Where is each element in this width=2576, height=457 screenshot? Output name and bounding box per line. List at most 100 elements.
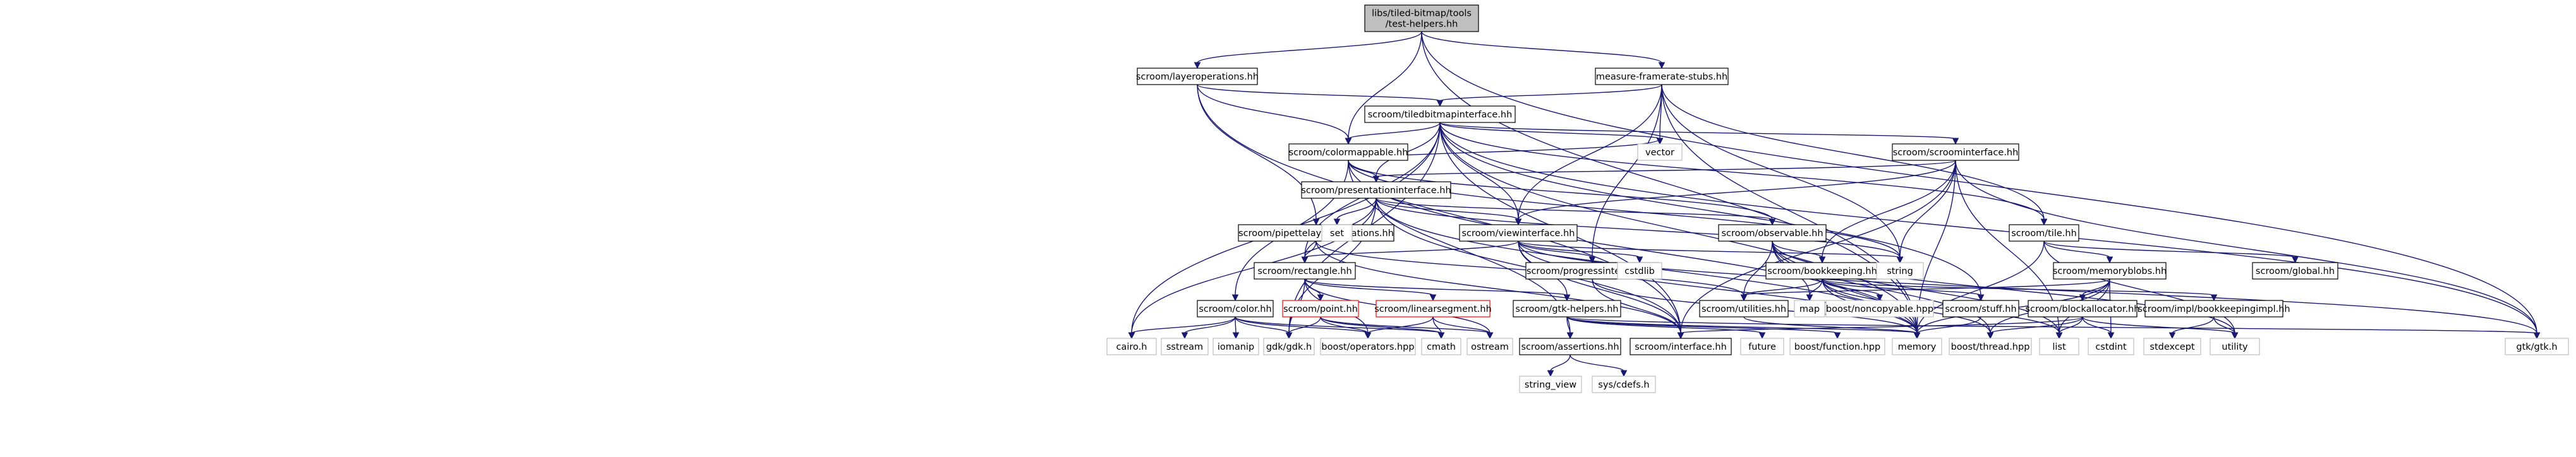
edge-stuff-to-memory: [1916, 316, 1981, 334]
node-viewinterface[interactable]: scroom/viewinterface.hh: [1459, 224, 1578, 242]
edge-tbi-to-scroominterface: [1439, 122, 1956, 139]
node-color[interactable]: scroom/color.hh: [1197, 300, 1274, 318]
node-gtkhelpers[interactable]: scroom/gtk-helpers.hh: [1513, 300, 1621, 318]
node-tbi[interactable]: scroom/tiledbitmapinterface.hh: [1364, 105, 1516, 123]
edge-scroominterface-to-string: [1899, 160, 1956, 258]
node-box-color: [1197, 300, 1274, 318]
edge-colormappable-to-observable: [1348, 160, 1773, 220]
node-box-string_view: [1519, 376, 1582, 393]
node-cstdint: cstdint: [2088, 338, 2134, 355]
node-observable[interactable]: scroom/observable.hh: [1718, 224, 1827, 242]
node-label-gtk: gtk/gtk.h: [2516, 342, 2557, 352]
node-pipette[interactable]: scroom/pipettelayeroperations.hh: [1238, 224, 1394, 242]
node-box-viewinterface: [1459, 224, 1578, 242]
node-label-blockallocator: scroom/blockallocator.hh: [2026, 304, 2140, 314]
edge-arrowhead-root-to-layerops: [1194, 62, 1201, 69]
node-label-layerops: scroom/layeroperations.hh: [1136, 72, 1259, 82]
edge-presentation-to-string: [1376, 198, 1901, 258]
node-box-tile: [2009, 224, 2079, 242]
node-box-colormappable: [1288, 143, 1408, 161]
node-stuff[interactable]: scroom/stuff.hh: [1942, 300, 2019, 318]
edge-assertions-to-syscdefs: [1569, 354, 1624, 372]
node-scroominterface[interactable]: scroom/scroominterface.hh: [1892, 143, 2019, 161]
edge-gtkhelpers-to-memory: [1566, 316, 1918, 334]
node-layerops[interactable]: scroom/layeroperations.hh: [1136, 68, 1259, 85]
edge-arrowhead-assertions-to-string_view: [1547, 370, 1554, 377]
edge-arrowhead-bookkeeping-to-map: [1806, 294, 1813, 302]
node-cairo: cairo.h: [1106, 338, 1157, 355]
node-label-stdexcept: stdexcept: [2150, 342, 2195, 352]
node-label-viewinterface: scroom/viewinterface.hh: [1462, 228, 1575, 239]
node-box-interface: [1630, 338, 1732, 355]
edge-arrowhead-presentation-to-observable: [1769, 218, 1776, 226]
node-label-ostream: ostream: [1471, 342, 1509, 352]
node-function: boost/function.hpp: [1789, 338, 1885, 355]
node-noncopyable: boost/noncopyable.hpp: [1825, 300, 1934, 318]
edge-root-to-layerops: [1197, 31, 1422, 64]
node-label-tile: scroom/tile.hh: [2011, 228, 2077, 239]
edge-tbi-to-colormappable: [1348, 122, 1441, 139]
node-bookkeepingimpl[interactable]: scroom/impl/bookkeepingimpl.hh: [2138, 300, 2290, 318]
edge-tile-to-global: [2043, 240, 2296, 258]
edge-point-to-cmath: [1320, 316, 1442, 334]
node-cstdlib: cstdlib: [1617, 262, 1662, 280]
node-label-global: scroom/global.hh: [2256, 266, 2335, 276]
node-utilities[interactable]: scroom/utilities.hh: [1699, 300, 1789, 318]
node-label-utility: utility: [2222, 342, 2248, 352]
edge-scroominterface-to-bookkeeping: [1822, 160, 1956, 258]
node-memoryblobs[interactable]: scroom/memoryblobs.hh: [2053, 262, 2167, 280]
node-measure[interactable]: measure-framerate-stubs.hh: [1595, 68, 1729, 85]
edge-linearsegment-to-cmath: [1432, 316, 1442, 334]
edge-observable-to-thread: [1772, 240, 1991, 334]
node-blockallocator[interactable]: scroom/blockallocator.hh: [2026, 300, 2140, 318]
edge-arrowhead-blockallocator-to-thread: [1986, 332, 1994, 340]
node-box-scroominterface: [1892, 143, 2019, 161]
node-box-iomanip: [1212, 338, 1259, 355]
node-linearsegment[interactable]: scroom/linearsegment.hh: [1374, 300, 1492, 318]
node-syscdefs: sys/cdefs.h: [1592, 376, 1656, 393]
node-label-map: map: [1799, 304, 1820, 314]
node-bookkeeping[interactable]: scroom/bookkeeping.hh: [1765, 262, 1879, 280]
node-root[interactable]: libs/tiled-bitmap/tools/test-helpers.hh: [1364, 4, 1479, 32]
edge-arrowhead-viewinterface-to-progress: [1588, 256, 1596, 264]
node-label-string_view: string_view: [1525, 380, 1576, 390]
edge-arrowhead-tile-to-memoryblobs: [2106, 256, 2113, 264]
edge-presentation-to-viewinterface: [1376, 198, 1519, 220]
edge-arrowhead-bookkeeping-to-bookkeepingimpl: [2210, 294, 2218, 302]
edge-arrowhead-color-to-sstream: [1181, 332, 1188, 340]
edge-arrowhead-tile-to-global: [2292, 256, 2299, 264]
edge-arrowhead-memoryblobs-to-utilities: [1740, 294, 1748, 302]
edge-root-to-colormappable: [1348, 31, 1422, 139]
edge-arrowhead-tbi-to-scroominterface: [1952, 138, 1959, 145]
node-box-linearsegment: [1376, 300, 1491, 318]
edge-arrowhead-color-to-iomanip: [1232, 332, 1240, 340]
edge-gtkhelpers-to-future: [1566, 316, 1763, 334]
node-box-operators: [1320, 338, 1416, 355]
node-rectangle[interactable]: scroom/rectangle.hh: [1254, 262, 1356, 280]
node-interface[interactable]: scroom/interface.hh: [1630, 338, 1732, 355]
edge-arrowhead-root-to-measure: [1658, 62, 1666, 69]
nodes-layer: libs/tiled-bitmap/tools/test-helpers.hh s…: [1106, 4, 2569, 393]
edge-arrowhead-rectangle-to-gtkhelpers: [1563, 294, 1571, 302]
node-point[interactable]: scroom/point.hh: [1282, 300, 1359, 318]
node-label-future: future: [1748, 342, 1776, 352]
node-global[interactable]: scroom/global.hh: [2252, 262, 2338, 280]
node-tile[interactable]: scroom/tile.hh: [2009, 224, 2079, 242]
edge-layerops-to-colormappable: [1197, 84, 1349, 139]
node-box-function: [1789, 338, 1885, 355]
edge-arrowhead-linearsegment-to-ostream: [1486, 332, 1494, 340]
node-assertions[interactable]: scroom/assertions.hh: [1519, 338, 1621, 355]
node-box-pipette: [1238, 224, 1394, 242]
edge-arrowhead-presentation-to-set: [1333, 218, 1341, 226]
edge-viewinterface-to-progress: [1518, 240, 1593, 258]
edge-measure-to-tile: [1661, 84, 2045, 220]
edge-observable-to-bookkeeping: [1772, 240, 1823, 258]
edge-arrowhead-rectangle-to-point: [1317, 294, 1324, 302]
edge-viewinterface-to-cstdlib: [1518, 240, 1640, 258]
edge-gtkhelpers-to-function: [1566, 316, 1838, 334]
node-label-set: set: [1330, 228, 1344, 239]
node-colormappable[interactable]: scroom/colormappable.hh: [1288, 143, 1408, 161]
node-label-gdk: gdk/gdk.h: [1266, 342, 1312, 352]
node-box-sstream: [1161, 338, 1209, 355]
node-presentation[interactable]: scroom/presentationinterface.hh: [1301, 181, 1451, 199]
